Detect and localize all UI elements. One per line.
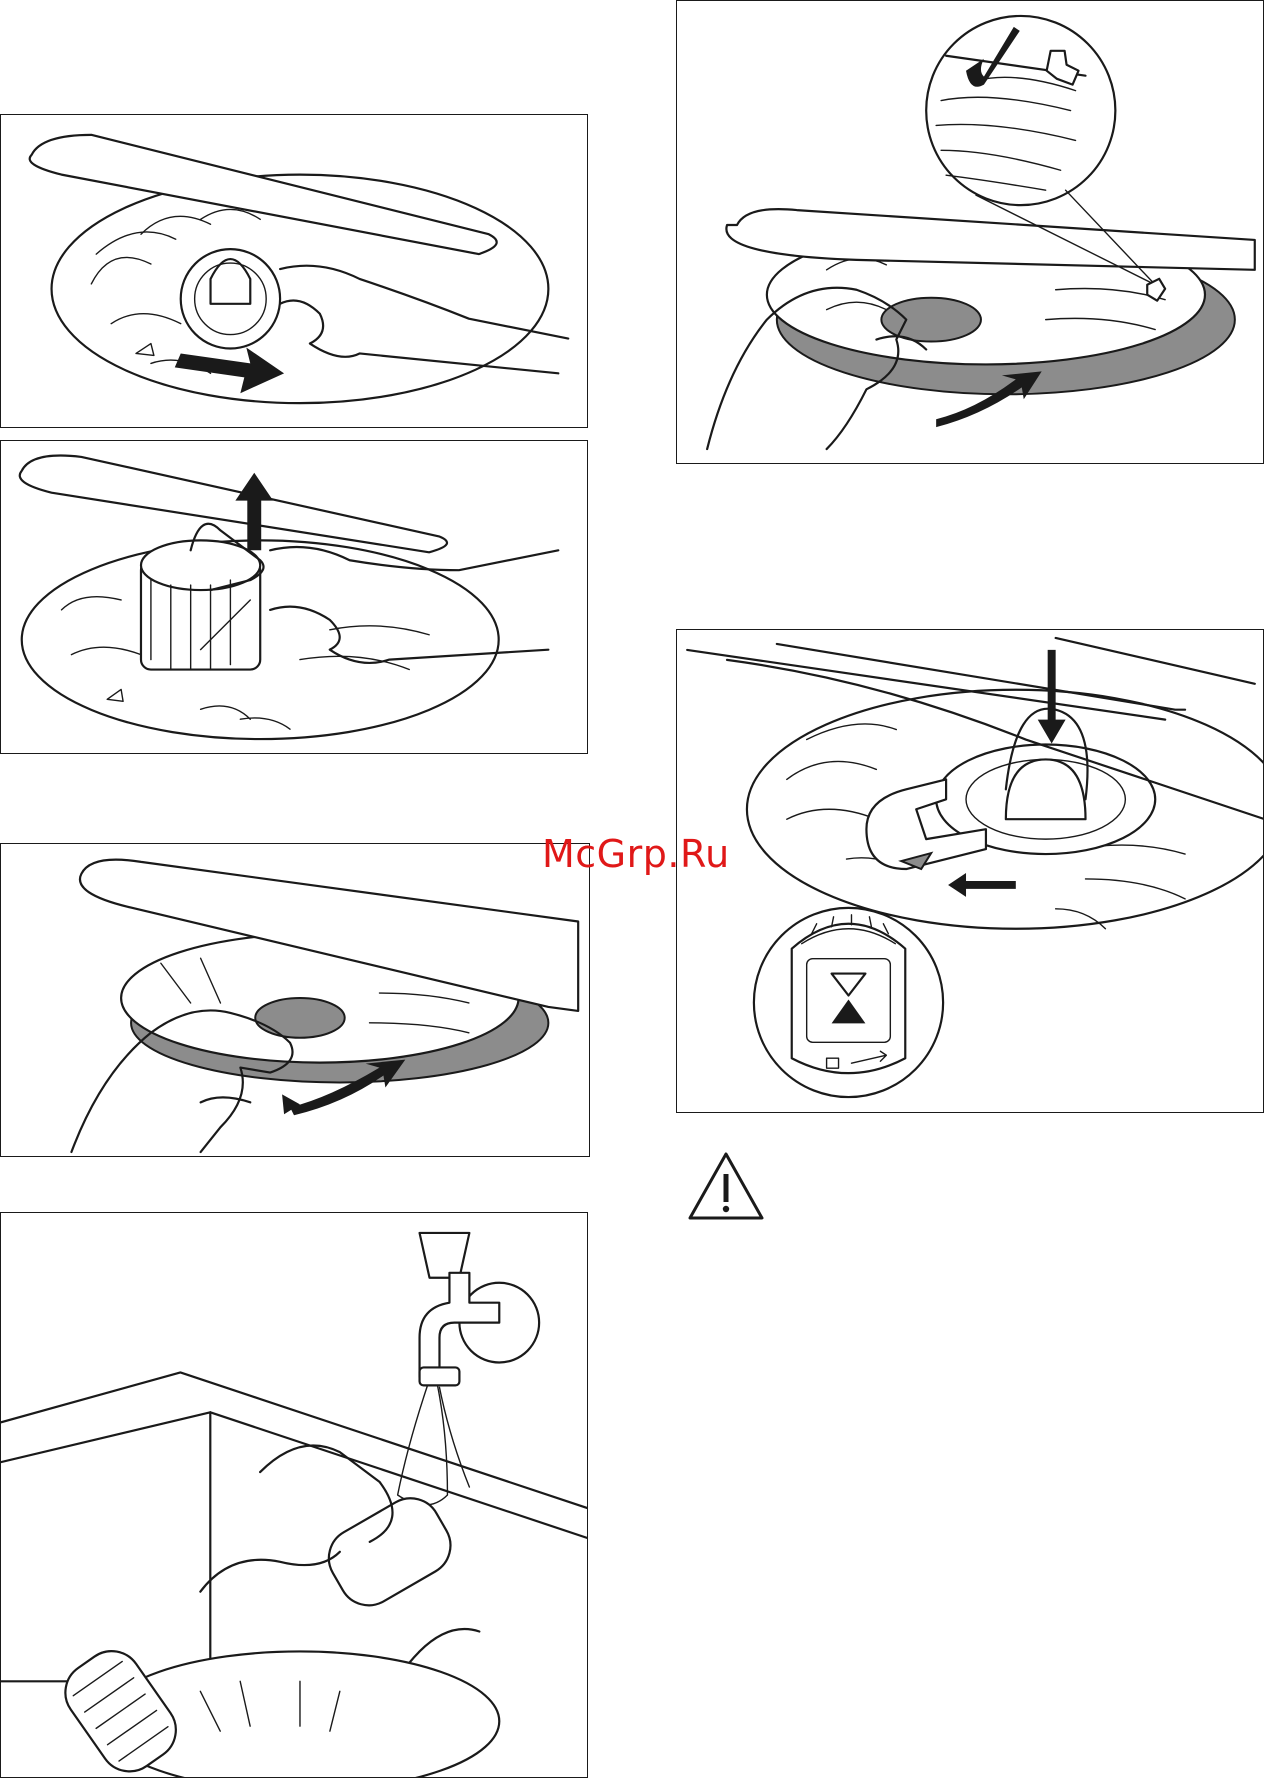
warning-triangle-icon [686,1150,766,1222]
refit-flat-filter-illustration [677,1,1263,463]
figure-remove-flat-filter [0,843,590,1157]
figure-refit-flat-filter [676,0,1264,464]
lock-filter-illustration [677,630,1263,1112]
figure-rinse-filters [0,1212,588,1778]
turn-filter-illustration [1,115,587,427]
figure-turn-filter [0,114,588,428]
rinse-filters-illustration [1,1213,587,1777]
figure-lock-filter [676,629,1264,1113]
remove-flat-filter-illustration [1,844,589,1156]
figure-lift-filter [0,440,588,754]
watermark-text: McGrp.Ru [542,832,730,876]
lift-filter-illustration [1,441,587,753]
